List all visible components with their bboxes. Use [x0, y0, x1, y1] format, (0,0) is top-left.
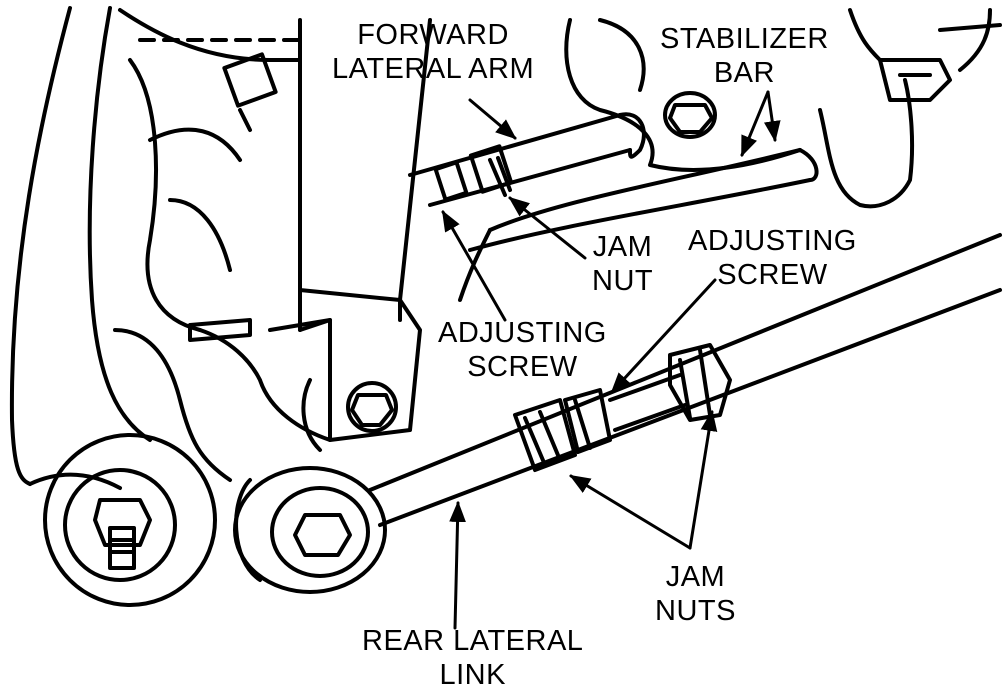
label-adjusting-screw-lower-line2: SCREW — [717, 259, 828, 291]
lower-bracket — [188, 298, 422, 452]
label-adjusting-screw-upper-line2: SCREW — [467, 351, 578, 383]
tire-outline — [9, 6, 152, 490]
label-rear-lateral-link: REAR LATERAL LINK — [362, 624, 583, 692]
label-adjusting-screw-upper: ADJUSTING SCREW — [438, 316, 607, 384]
label-forward-lateral-arm-line1: FORWARD — [357, 19, 509, 51]
forward-lateral-arm — [408, 112, 646, 207]
strut-body — [222, 18, 432, 332]
knuckle-body — [113, 8, 332, 482]
label-jam-nuts-line1: JAM — [665, 561, 726, 593]
lower-bushing-left — [43, 433, 217, 607]
label-stabilizer-bar: STABILIZER BAR — [660, 22, 829, 90]
upper-mount — [564, 8, 1002, 209]
label-adjusting-screw-upper-line1: ADJUSTING — [438, 317, 607, 349]
label-jam-nuts: JAM NUTS — [655, 560, 736, 628]
label-stabilizer-bar-line2: BAR — [713, 57, 775, 89]
label-adjusting-screw-lower: ADJUSTING SCREW — [688, 224, 857, 292]
label-adjusting-screw-lower-line1: ADJUSTING — [688, 225, 857, 257]
label-jam-nut-line2: NUT — [592, 265, 654, 297]
label-jam-nut: JAM NUT — [592, 230, 653, 298]
rear-link-hardware — [513, 343, 732, 472]
leader-lines — [441, 90, 781, 630]
label-forward-lateral-arm-line2: LATERAL ARM — [332, 53, 535, 85]
label-stabilizer-bar-line1: STABILIZER — [660, 23, 829, 55]
label-jam-nuts-line2: NUTS — [655, 595, 736, 627]
label-forward-lateral-arm: FORWARD LATERAL ARM — [332, 18, 534, 86]
label-rear-lateral-link-line2: LINK — [439, 659, 506, 691]
label-rear-lateral-link-line1: REAR LATERAL — [362, 625, 584, 657]
label-jam-nut-line1: JAM — [592, 231, 653, 263]
